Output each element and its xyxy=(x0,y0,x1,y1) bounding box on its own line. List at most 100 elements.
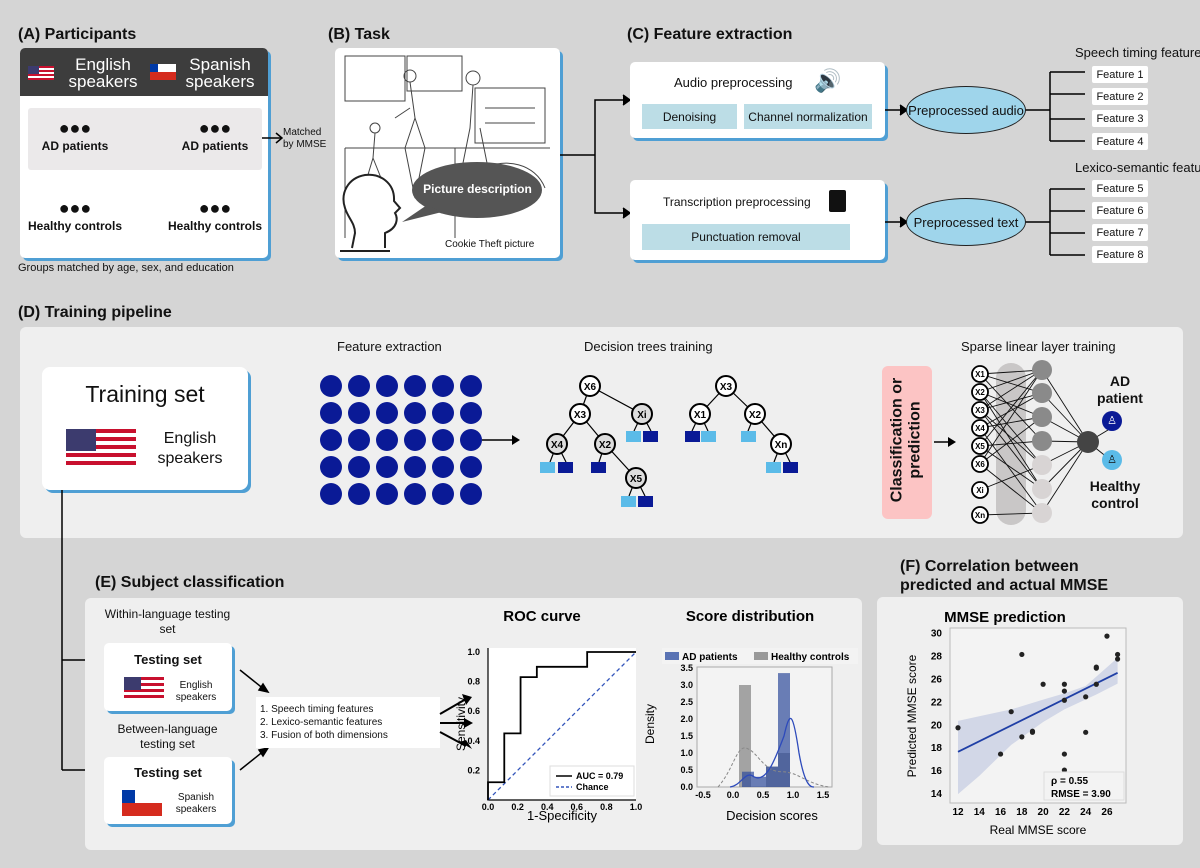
tick-label: 22 xyxy=(931,697,943,708)
tree-node xyxy=(689,403,711,425)
tick-label: 1.0 xyxy=(680,748,693,758)
preprocessed-audio-node: Preprocessed audio xyxy=(906,86,1026,134)
roc-line xyxy=(487,651,636,800)
input-node-label: X6 xyxy=(975,460,985,469)
channel-normalization-chip: Channel normalization xyxy=(744,104,872,129)
data-point xyxy=(1093,665,1099,671)
tree-node xyxy=(594,433,616,455)
cookie-theft-panel: Picture description Cookie Theft picture xyxy=(335,48,560,258)
network-edge xyxy=(979,391,1043,466)
tick-label: Chance xyxy=(576,782,609,792)
chile-flag-icon xyxy=(122,790,162,816)
lexico-semantic-label: Lexico-semantic features xyxy=(1075,160,1200,175)
participants-panel: English speakers Spanish speakers ●●●AD … xyxy=(20,48,268,258)
tick-label: Healthy controls xyxy=(771,652,850,663)
tick-label: 16 xyxy=(995,807,1007,818)
data-point xyxy=(997,751,1004,757)
input-node xyxy=(971,437,989,455)
hidden-node xyxy=(1032,479,1052,499)
feature-dot xyxy=(404,375,426,397)
hidden-node xyxy=(1032,360,1052,380)
english-speakers-label: English speakers xyxy=(175,680,217,703)
testing-set-spanish: Testing set Spanish speakers xyxy=(104,757,232,824)
tick-label: Sensitivity xyxy=(454,697,468,751)
ad-density xyxy=(729,717,815,788)
group-en-ad: ●●●AD patients xyxy=(20,118,130,153)
tick-label: 24 xyxy=(1080,807,1092,818)
us-flag-icon xyxy=(124,677,164,701)
tick-label: Real MMSE score xyxy=(990,823,1087,837)
tick-label: 0.5 xyxy=(757,790,770,800)
tick-label: 0.0 xyxy=(727,790,740,800)
feature-branches xyxy=(885,71,1085,256)
hidden-node xyxy=(1032,407,1052,427)
us-flag-icon xyxy=(66,429,136,469)
hidden-node xyxy=(1032,503,1052,523)
feature-dot xyxy=(404,456,426,478)
tick-label: 20 xyxy=(931,720,943,731)
group-es-ad: ●●●AD patients xyxy=(160,118,270,153)
feature-6: Feature 6 xyxy=(1092,202,1148,219)
tree-leaf xyxy=(540,462,555,473)
list-output-arrows xyxy=(439,694,473,749)
us-flag-icon xyxy=(28,66,54,80)
matched-by-mmse: Matched by MMSE xyxy=(283,127,327,150)
ad-patient-label: AD patient xyxy=(1097,373,1143,406)
classification-label: Classification or prediction xyxy=(888,377,924,503)
between-language-label: Between-language testing set xyxy=(117,722,218,751)
transcription-preprocessing-box: Transcription preprocessing Punctuation … xyxy=(630,180,885,260)
tree-node xyxy=(569,403,591,425)
transcription-title: Transcription preprocessing xyxy=(663,195,811,209)
data-point xyxy=(1061,681,1067,687)
tree-node xyxy=(625,467,647,489)
legend-swatch xyxy=(665,652,679,660)
legend-swatch xyxy=(754,652,768,660)
tick-label: ROC curve xyxy=(503,608,581,625)
group-en-hc: ●●●Healthy controls xyxy=(20,198,130,233)
feature-dot xyxy=(404,483,426,505)
data-point xyxy=(1115,651,1121,658)
panel-e-title: (E) Subject classification xyxy=(95,574,285,591)
feature-dot xyxy=(460,429,482,451)
feature-dot xyxy=(348,429,370,451)
network-edge xyxy=(979,369,1043,447)
feature-dot xyxy=(348,375,370,397)
group-es-hc: ●●●Healthy controls xyxy=(160,198,270,233)
speech-bubble xyxy=(402,162,542,222)
tick-label: 0.2 xyxy=(467,765,480,775)
tree-leaf xyxy=(626,431,641,442)
classification-box: Classification or prediction xyxy=(882,366,932,519)
input-node xyxy=(971,365,989,383)
feature-dot xyxy=(432,483,454,505)
tick-label: 0.6 xyxy=(571,802,584,812)
panel-a-title: (A) Participants xyxy=(18,26,137,43)
feature-dot xyxy=(460,483,482,505)
data-point xyxy=(1061,767,1067,773)
tree-node-label: X4 xyxy=(551,440,564,451)
tick-label: 30 xyxy=(931,629,943,640)
tick-label: 1.0 xyxy=(630,802,643,812)
input-node xyxy=(971,455,989,473)
regression-line xyxy=(957,671,1118,753)
healthy-control-icon: ♙ xyxy=(1102,450,1122,470)
speech-timing-label: Speech timing features xyxy=(1075,45,1200,60)
ad-bar xyxy=(742,771,754,787)
testing-set-title: Testing set xyxy=(134,652,202,667)
feature-8: Feature 8 xyxy=(1092,246,1148,263)
data-point xyxy=(1061,688,1067,694)
ad-bar xyxy=(754,776,766,787)
feature-1: Feature 1 xyxy=(1092,66,1148,83)
tick-label: -0.5 xyxy=(695,790,711,800)
tick-label: 2.0 xyxy=(680,714,693,724)
tick-label: 1.0 xyxy=(787,790,800,800)
data-point xyxy=(1029,729,1036,735)
tree-node-label: X6 xyxy=(584,382,597,393)
tick-label: ρ = 0.55 xyxy=(1051,776,1088,787)
feature-dot xyxy=(404,402,426,424)
ad-patient-icon: ♙ xyxy=(1102,411,1122,431)
audio-preprocessing-box: Audio preprocessing 🔊 Denoising Channel … xyxy=(630,62,885,138)
training-set-box: Training set English speakers xyxy=(42,367,248,490)
network-edge xyxy=(979,464,1043,491)
tree-node-label: X2 xyxy=(599,440,612,451)
